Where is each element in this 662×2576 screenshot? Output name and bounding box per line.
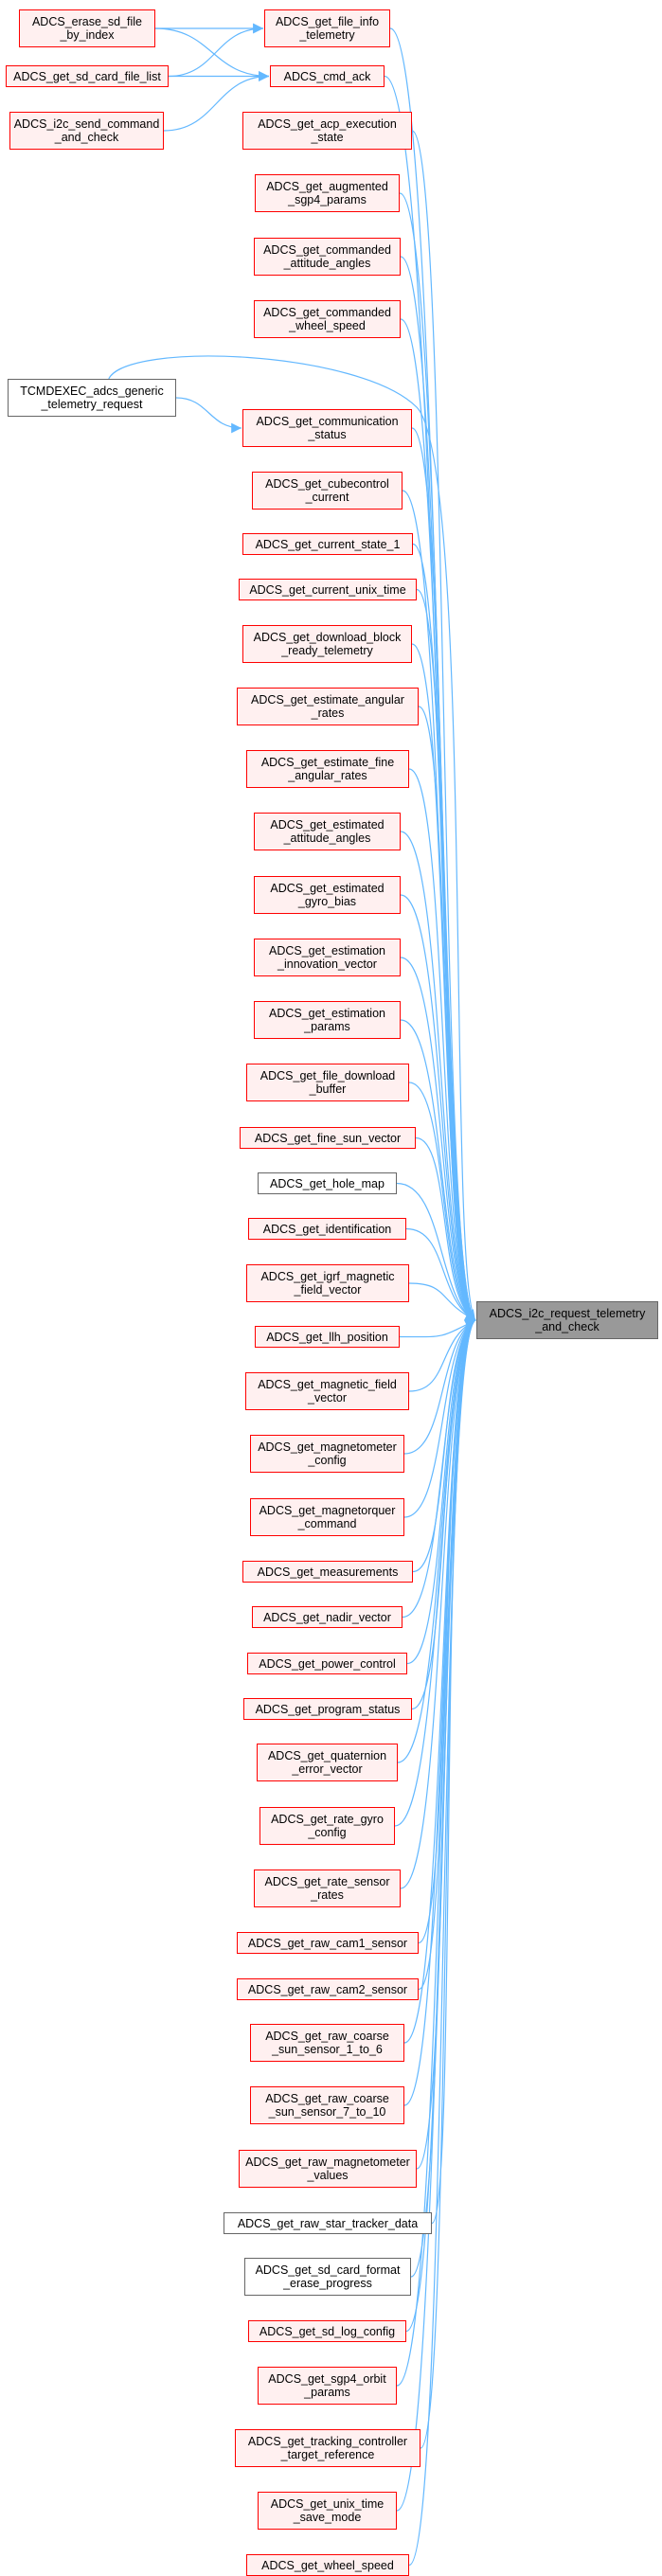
- function-node[interactable]: ADCS_get_estimation _params: [254, 1001, 401, 1039]
- function-node[interactable]: ADCS_cmd_ack: [270, 65, 385, 87]
- function-node[interactable]: ADCS_get_raw_coarse _sun_sensor_1_to_6: [250, 2024, 404, 2062]
- function-node[interactable]: ADCS_i2c_send_command _and_check: [9, 112, 164, 150]
- call-edge: [154, 27, 270, 81]
- function-node[interactable]: ADCS_get_sd_card_format _erase_progress: [244, 2258, 411, 2296]
- function-node[interactable]: ADCS_get_estimate_fine _angular_rates: [246, 750, 409, 788]
- call-edge: [400, 831, 476, 1321]
- function-node[interactable]: ADCS_get_rate_gyro _config: [259, 1807, 395, 1845]
- call-edge: [400, 1019, 476, 1321]
- call-edge: [403, 1319, 476, 1455]
- call-edge: [396, 1319, 476, 2387]
- function-node[interactable]: ADCS_get_measurements: [242, 1561, 413, 1583]
- function-node[interactable]: ADCS_get_identification: [248, 1218, 406, 1240]
- call-edge: [400, 894, 476, 1321]
- function-node[interactable]: TCMDEXEC_adcs_generic _telemetry_request: [8, 379, 176, 417]
- call-edge: [411, 427, 476, 1321]
- call-edge: [402, 1319, 476, 1619]
- function-node[interactable]: ADCS_get_augmented _sgp4_params: [255, 174, 400, 212]
- call-edge: [396, 1319, 476, 2512]
- function-node[interactable]: ADCS_get_fine_sun_vector: [240, 1127, 416, 1149]
- call-edge: [415, 1136, 476, 1321]
- call-edge: [408, 1282, 476, 1321]
- function-node[interactable]: ADCS_get_magnetorquer _command: [250, 1498, 404, 1536]
- function-node[interactable]: ADCS_get_quaternion _error_vector: [257, 1744, 398, 1781]
- call-edge: [408, 1082, 476, 1321]
- function-node[interactable]: ADCS_get_igrf_magnetic _field_vector: [246, 1264, 409, 1302]
- function-node[interactable]: ADCS_get_unix_time _save_mode: [258, 2492, 397, 2530]
- function-node[interactable]: ADCS_get_sd_card_file_list: [6, 65, 169, 87]
- function-node[interactable]: ADCS_get_hole_map: [258, 1172, 397, 1194]
- call-edge: [403, 1319, 476, 1518]
- function-node[interactable]: ADCS_erase_sd_file _by_index: [19, 9, 155, 47]
- function-node[interactable]: ADCS_get_raw_magnetometer _values: [239, 2150, 417, 2188]
- target-function-node[interactable]: ADCS_i2c_request_telemetry _and_check: [476, 1301, 658, 1339]
- function-node[interactable]: ADCS_get_estimation _innovation_vector: [254, 939, 401, 976]
- function-node[interactable]: ADCS_get_current_unix_time: [239, 579, 417, 600]
- call-edge: [408, 1319, 476, 2567]
- call-edge: [394, 1319, 476, 1827]
- function-node[interactable]: ADCS_get_commanded _attitude_angles: [254, 238, 401, 276]
- call-edge: [418, 706, 476, 1321]
- function-node[interactable]: ADCS_get_magnetic_field _vector: [245, 1372, 409, 1410]
- function-node[interactable]: ADCS_get_estimated _gyro_bias: [254, 876, 401, 914]
- function-node[interactable]: ADCS_get_raw_cam2_sensor: [237, 1978, 419, 2000]
- function-node[interactable]: ADCS_get_cubecontrol _current: [252, 472, 403, 510]
- function-node[interactable]: ADCS_get_tracking_controller _target_ref…: [235, 2429, 420, 2467]
- function-node[interactable]: ADCS_get_program_status: [243, 1698, 412, 1720]
- call-edge: [397, 1319, 476, 1763]
- call-edge: [400, 1319, 476, 1889]
- call-edge: [175, 397, 242, 434]
- call-edge: [411, 643, 476, 1321]
- function-node[interactable]: ADCS_get_sgp4_orbit _params: [258, 2367, 397, 2405]
- call-edge: [402, 490, 476, 1321]
- call-edge: [408, 768, 476, 1321]
- function-node[interactable]: ADCS_get_sd_log_config: [248, 2320, 406, 2342]
- call-edge: [411, 130, 476, 1321]
- call-edge: [163, 71, 270, 132]
- function-node[interactable]: ADCS_get_raw_star_tracker_data: [224, 2212, 432, 2234]
- function-node[interactable]: ADCS_get_power_control: [247, 1653, 407, 1674]
- function-node[interactable]: ADCS_get_download_block _ready_telemetry: [242, 625, 412, 663]
- function-node[interactable]: ADCS_get_estimate_angular _rates: [237, 688, 419, 725]
- call-edge: [400, 957, 476, 1321]
- function-node[interactable]: ADCS_get_llh_position: [255, 1326, 400, 1348]
- function-node[interactable]: ADCS_get_raw_coarse _sun_sensor_7_to_10: [250, 2086, 404, 2124]
- call-edge: [403, 1319, 476, 2106]
- function-node[interactable]: ADCS_get_current_state_1: [242, 533, 413, 555]
- function-node[interactable]: ADCS_get_file_info _telemetry: [264, 9, 390, 47]
- function-node[interactable]: ADCS_get_acp_execution _state: [242, 112, 412, 150]
- function-node[interactable]: ADCS_get_estimated _attitude_angles: [254, 813, 401, 850]
- call-edge: [396, 1182, 476, 1321]
- function-node[interactable]: ADCS_get_commanded _wheel_speed: [254, 300, 401, 338]
- call-edge: [168, 23, 264, 78]
- call-edge: [416, 1319, 476, 2170]
- function-node[interactable]: ADCS_get_wheel_speed: [246, 2554, 409, 2576]
- function-node[interactable]: ADCS_get_magnetometer _config: [250, 1435, 404, 1473]
- call-edge: [108, 355, 476, 1321]
- function-node[interactable]: ADCS_get_file_download _buffer: [246, 1064, 409, 1101]
- function-node[interactable]: ADCS_get_raw_cam1_sensor: [237, 1932, 419, 1954]
- function-node[interactable]: ADCS_get_rate_sensor _rates: [254, 1869, 401, 1907]
- function-node[interactable]: ADCS_get_nadir_vector: [252, 1606, 403, 1628]
- call-edge: [406, 1319, 476, 1665]
- function-node[interactable]: ADCS_get_communication _status: [242, 409, 412, 447]
